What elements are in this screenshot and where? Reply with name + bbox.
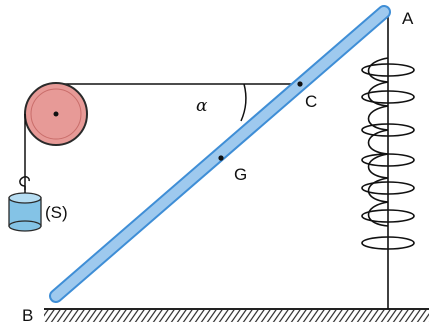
hatched-ground-icon (44, 310, 429, 322)
label-b: B (22, 306, 33, 325)
label-c: C (305, 92, 317, 111)
label-alpha: α (196, 96, 208, 116)
pulley-icon (24, 82, 88, 146)
hanging-mass-icon (8, 176, 42, 232)
point-g-dot (218, 155, 224, 161)
label-a: A (402, 9, 414, 28)
coil-spring-icon (361, 57, 415, 250)
label-g: G (234, 165, 247, 184)
ground (44, 308, 429, 322)
label-mass: (S) (45, 203, 68, 222)
point-c-dot (297, 81, 303, 87)
rod (49, 5, 391, 303)
angle-arc (240, 83, 247, 122)
